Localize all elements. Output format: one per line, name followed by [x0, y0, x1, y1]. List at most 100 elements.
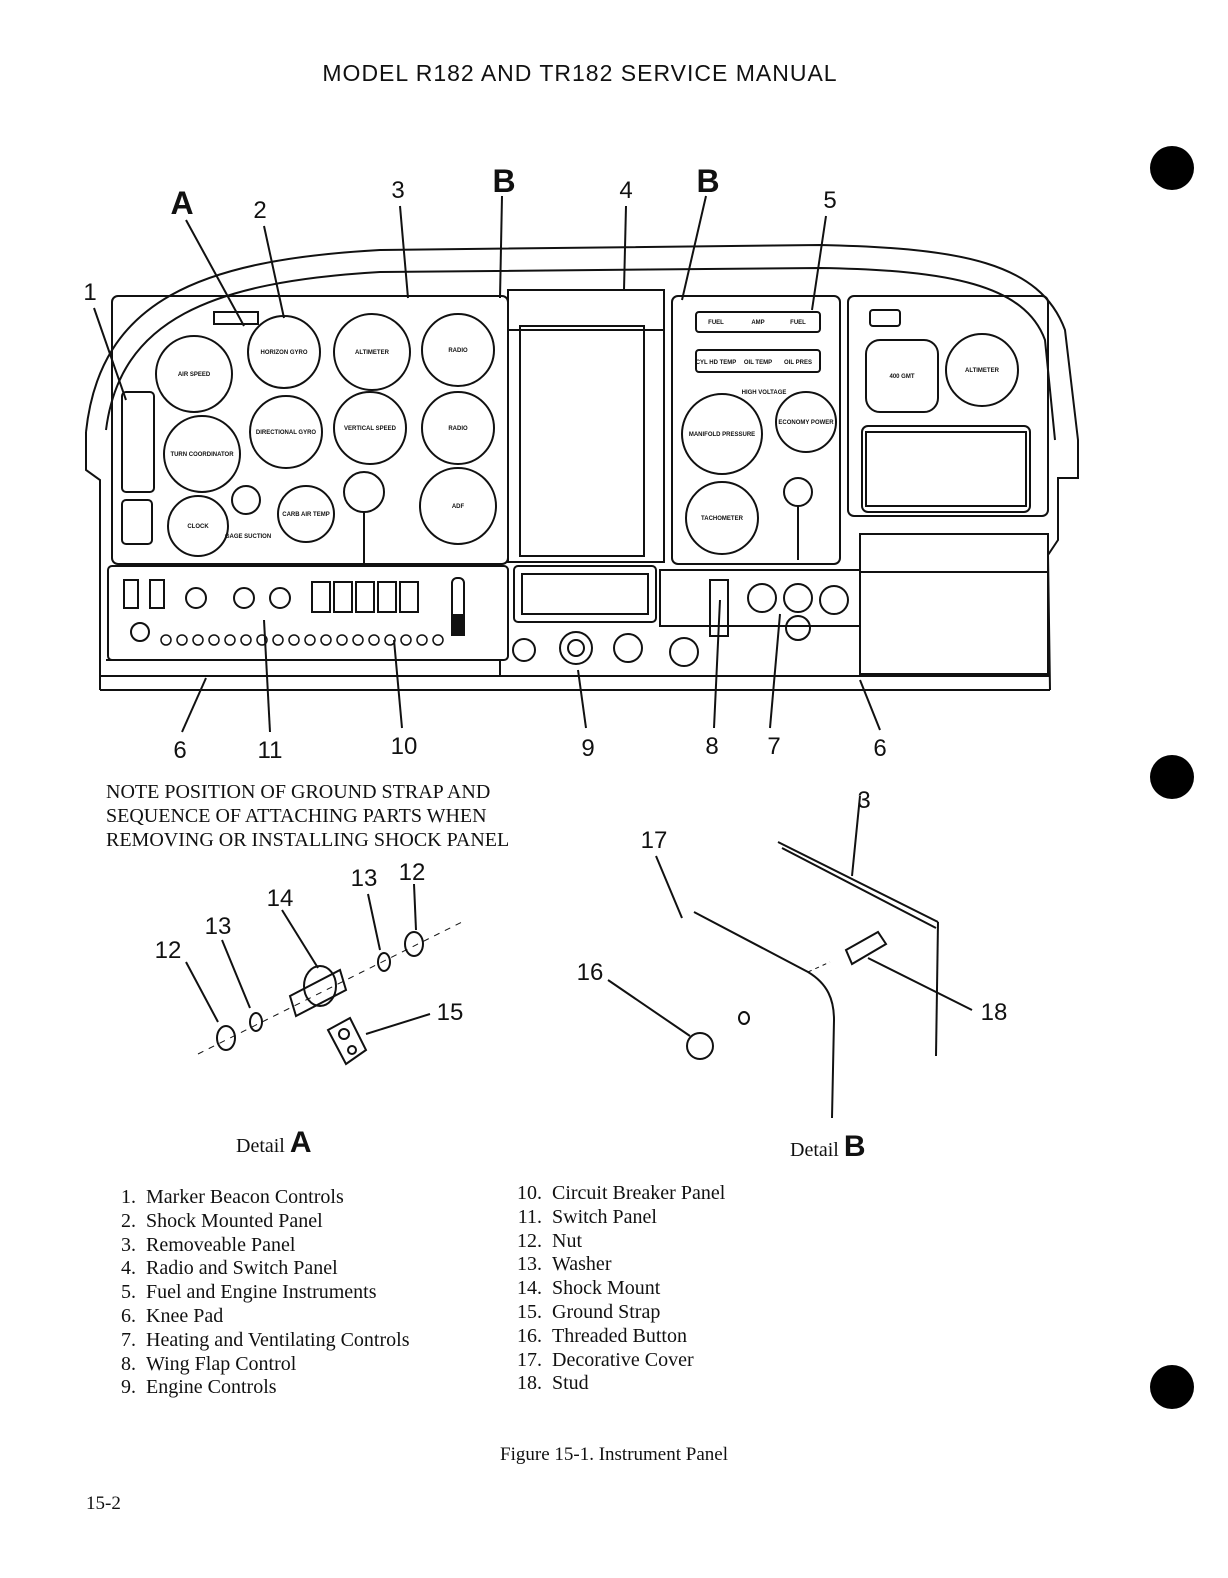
- callout-18: 18: [981, 999, 1008, 1026]
- page-header: MODEL R182 AND TR182 SERVICE MANUAL: [322, 60, 838, 86]
- gauge-label: AIR SPEED: [178, 372, 211, 378]
- legend-item: 16. Threaded Button: [512, 1325, 725, 1349]
- note-line: SEQUENCE OF ATTACHING PARTS WHEN: [106, 805, 487, 827]
- detail-letter: B: [843, 1130, 866, 1163]
- gauge-label: ECONOMY POWER: [778, 420, 834, 426]
- legend-item: 2. Shock Mounted Panel: [110, 1210, 410, 1234]
- legend-num: 5.: [121, 1281, 136, 1304]
- gauge-label: TURN COORDINATOR: [170, 452, 234, 458]
- gauge-label: RADIO: [448, 426, 468, 432]
- legend-text: Heating and Ventilating Controls: [146, 1328, 410, 1351]
- legend-text: Radio and Switch Panel: [146, 1257, 338, 1280]
- legend-text: Threaded Button: [552, 1324, 687, 1347]
- note-text: NOTE POSITION OF GROUND STRAP AND SEQUEN…: [106, 780, 509, 852]
- callout-5: 5: [823, 187, 836, 214]
- legend-num: 11.: [517, 1205, 542, 1228]
- legend-item: 7. Heating and Ventilating Controls: [110, 1329, 410, 1353]
- legend-item: 3. Removeable Panel: [110, 1234, 410, 1258]
- callout-16: 16: [577, 959, 604, 986]
- legend-text: Stud: [552, 1372, 589, 1395]
- callout-detail-a: A: [170, 185, 193, 221]
- legend-num: 9.: [121, 1376, 136, 1399]
- legend-text: Nut: [552, 1229, 582, 1252]
- callout-6: 6: [173, 737, 186, 764]
- legend-item: 9. Engine Controls: [110, 1376, 410, 1400]
- callout-3: 3: [857, 787, 870, 814]
- callout-13: 13: [351, 865, 378, 892]
- legend-text: Decorative Cover: [552, 1348, 694, 1371]
- legend-text: Washer: [552, 1253, 612, 1276]
- legend-text: Fuel and Engine Instruments: [146, 1281, 377, 1304]
- legend-num: 3.: [121, 1233, 136, 1256]
- callout-3: 3: [391, 177, 404, 204]
- legend-text: Shock Mounted Panel: [146, 1209, 323, 1232]
- gauge-label: CARB AIR TEMP: [282, 512, 329, 518]
- callout-17: 17: [641, 827, 668, 854]
- callout-2: 2: [253, 197, 266, 224]
- legend-num: 15.: [517, 1300, 542, 1323]
- legend-text: Shock Mount: [552, 1277, 661, 1300]
- detail-b-label: Detail B: [790, 1130, 866, 1164]
- legend-num: 17.: [517, 1348, 542, 1371]
- legend-num: 10.: [517, 1182, 542, 1204]
- gauge-label: FUEL: [790, 320, 806, 326]
- gauge-label: ALTIMETER: [965, 368, 1000, 374]
- gauge-label: AMP: [751, 320, 764, 326]
- callout-1: 1: [83, 279, 96, 306]
- legend-text: Engine Controls: [146, 1376, 277, 1399]
- note-line: REMOVING OR INSTALLING SHOCK PANEL: [106, 829, 510, 851]
- gauge-label: OIL PRES: [784, 360, 812, 366]
- legend-text: Removeable Panel: [146, 1233, 296, 1256]
- legend-num: 4.: [121, 1257, 136, 1280]
- gauge-label: FUEL: [708, 320, 724, 326]
- binder-hole: [1150, 1365, 1194, 1409]
- gauge-label: HORIZON GYRO: [260, 350, 307, 356]
- legend-item: 14. Shock Mount: [512, 1277, 725, 1301]
- detail-prefix: Detail: [236, 1135, 285, 1157]
- legend-right: 10. Circuit Breaker Panel 11. Switch Pan…: [512, 1182, 725, 1396]
- legend-item: 8. Wing Flap Control: [110, 1353, 410, 1377]
- legend-num: 14.: [517, 1277, 542, 1300]
- legend-item: 18. Stud: [512, 1372, 725, 1396]
- legend-item: 12. Nut: [512, 1230, 725, 1254]
- callout-12: 12: [399, 859, 426, 886]
- legend-text: Wing Flap Control: [146, 1352, 297, 1375]
- note-line: NOTE POSITION OF GROUND STRAP AND: [106, 781, 491, 803]
- legend-left: 1. Marker Beacon Controls 2. Shock Mount…: [110, 1186, 410, 1400]
- callout-9: 9: [581, 735, 594, 762]
- binder-hole: [1150, 146, 1194, 190]
- legend-num: 1.: [121, 1186, 136, 1208]
- legend-num: 13.: [517, 1253, 542, 1276]
- legend-text: Circuit Breaker Panel: [552, 1182, 726, 1204]
- legend-num: 16.: [517, 1324, 542, 1347]
- gauge-label: DIRECTIONAL GYRO: [256, 430, 317, 436]
- callout-4: 4: [619, 177, 632, 204]
- legend-item: 13. Washer: [512, 1253, 725, 1277]
- legend-num: 8.: [121, 1352, 136, 1375]
- detail-letter: A: [289, 1126, 312, 1159]
- detail-prefix: Detail: [790, 1139, 839, 1161]
- callout-detail-b: B: [696, 163, 719, 199]
- callout-6: 6: [873, 735, 886, 762]
- binder-hole: [1150, 755, 1194, 799]
- legend-item: 15. Ground Strap: [512, 1301, 725, 1325]
- callout-15: 15: [437, 999, 464, 1026]
- instrument-panel-figure: AIR SPEED HORIZON GYRO ALTIMETER RADIO T…: [83, 163, 1079, 1119]
- legend-item: 17. Decorative Cover: [512, 1349, 725, 1373]
- legend-num: 18.: [517, 1372, 542, 1395]
- legend-num: 2.: [121, 1209, 136, 1232]
- legend-item: 5. Fuel and Engine Instruments: [110, 1281, 410, 1305]
- gauge-label: ALTIMETER: [355, 350, 390, 356]
- callout-14: 14: [267, 885, 294, 912]
- callout-13: 13: [205, 913, 232, 940]
- gauge-label: TACHOMETER: [701, 516, 744, 522]
- callout-8: 8: [705, 733, 718, 760]
- gauge-label: HIGH VOLTAGE: [742, 390, 787, 396]
- legend-num: 6.: [121, 1304, 136, 1327]
- legend-num: 7.: [121, 1328, 136, 1351]
- callout-12: 12: [155, 937, 182, 964]
- gauge-label: CLOCK: [187, 524, 209, 530]
- callout-detail-b: B: [492, 163, 515, 199]
- legend-item: 1. Marker Beacon Controls: [110, 1186, 410, 1210]
- gauge-label: OIL TEMP: [744, 360, 772, 366]
